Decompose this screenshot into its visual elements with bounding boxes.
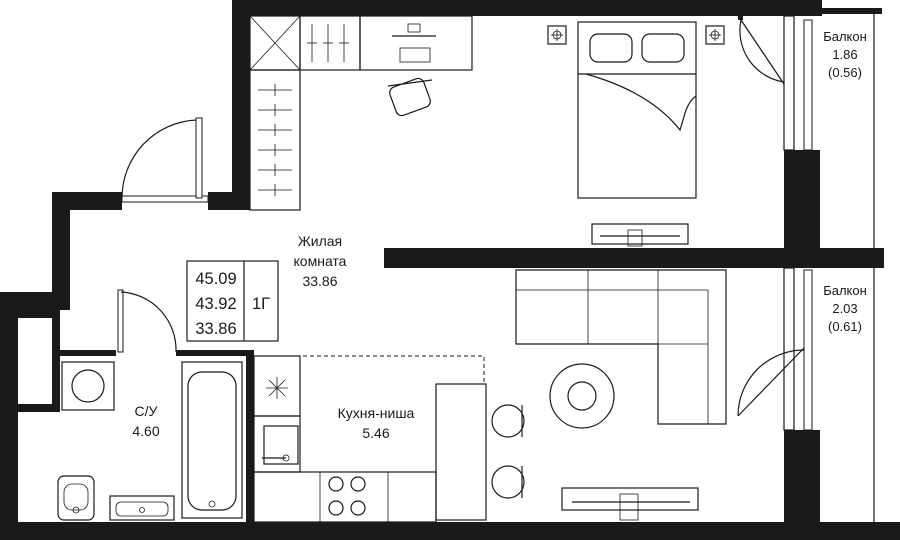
wardrobe	[249, 15, 361, 211]
kitchen-counter	[253, 471, 437, 523]
bathroom-area: 4.60	[132, 423, 159, 439]
total-area: 45.09	[195, 270, 236, 288]
corner-sofa	[515, 269, 727, 425]
laptop	[399, 47, 431, 63]
area-summary: 45.09 43.92 33.86 1Г	[186, 260, 279, 342]
living-area: 33.86	[195, 320, 236, 338]
balcony-door-bottom	[737, 347, 805, 417]
wall-bath-right	[246, 350, 254, 526]
living-room-name-line1: Жилая	[298, 233, 342, 249]
balcony-bottom-sill	[803, 269, 813, 431]
wall-bath-top-right	[176, 350, 254, 356]
bathroom-name: С/У	[135, 403, 158, 419]
living-room-name-line2: комната	[294, 253, 347, 269]
pillow-left	[589, 33, 633, 63]
dining-chair-top	[491, 404, 525, 438]
balcony-top-name: Балкон	[823, 29, 867, 44]
balcony-door-top	[738, 16, 785, 85]
pillow-right	[641, 33, 685, 63]
balcony-bottom-reduced-area: (0.61)	[828, 319, 862, 334]
kitchen-sink	[263, 425, 299, 465]
bed-frame	[577, 21, 697, 199]
wall-shaft-side	[52, 302, 60, 412]
nightstand-right	[705, 25, 725, 45]
bathroom-door	[117, 289, 177, 353]
window-top	[783, 15, 795, 151]
desk-chair	[387, 77, 433, 117]
kitchen-area: 5.46	[362, 425, 389, 441]
balcony-top-area: 1.86	[832, 47, 857, 62]
kitchen-name: Кухня-ниша	[338, 405, 415, 421]
wall-left-upper	[52, 192, 70, 302]
kitchen-zone-border	[254, 355, 485, 384]
bathroom-fixtures	[57, 361, 243, 521]
desk	[359, 15, 473, 117]
washing-machine	[61, 361, 115, 411]
balcony-top-reduced-area: (0.56)	[828, 65, 862, 80]
bed	[547, 21, 725, 199]
balcony-divider	[822, 262, 882, 268]
wall-upper-left	[232, 0, 250, 210]
balcony-top-rail	[822, 8, 882, 14]
tv-unit-bedroom	[591, 223, 689, 247]
balcony-bottom-area: 2.03	[832, 301, 857, 316]
washbasin	[109, 495, 175, 521]
living-room-area: 33.86	[302, 273, 337, 289]
bathtub	[181, 361, 243, 519]
balcony-top-sill	[803, 19, 813, 151]
desk-top	[359, 15, 473, 71]
coffee-table	[549, 363, 615, 429]
wall-top	[232, 0, 822, 16]
wall-shaft-top	[18, 310, 52, 318]
entrance-door	[121, 117, 209, 203]
tv-unit-living	[561, 487, 699, 521]
blanket-fold	[585, 73, 697, 132]
wall-left-lower	[0, 292, 18, 540]
doors	[117, 16, 805, 417]
cooktop	[328, 476, 366, 516]
dining-set	[435, 383, 525, 521]
wall-shaft-bottom	[18, 404, 58, 412]
room-labels: Жилая комната 33.86 Кухня-ниша 5.46 С/У …	[132, 29, 866, 441]
wardrobe-side	[249, 69, 301, 211]
wall-right-lower	[784, 430, 820, 530]
dining-chair-bottom	[491, 465, 525, 499]
kitchen-unit	[253, 355, 485, 523]
toilet	[57, 475, 95, 521]
wall-bath-top-left	[56, 350, 116, 356]
wall-right-upper	[784, 150, 820, 268]
balcony-bottom-name: Балкон	[823, 283, 867, 298]
wall-middle	[384, 248, 884, 268]
area-summary-box	[186, 260, 279, 342]
wall-bottom	[0, 522, 900, 540]
wall-step	[208, 192, 250, 210]
reduced-total-area: 43.92	[195, 295, 236, 313]
dining-table	[435, 383, 487, 521]
apartment-type: 1Г	[252, 295, 270, 313]
nightstand-left	[547, 25, 567, 45]
window-bottom	[783, 267, 795, 431]
